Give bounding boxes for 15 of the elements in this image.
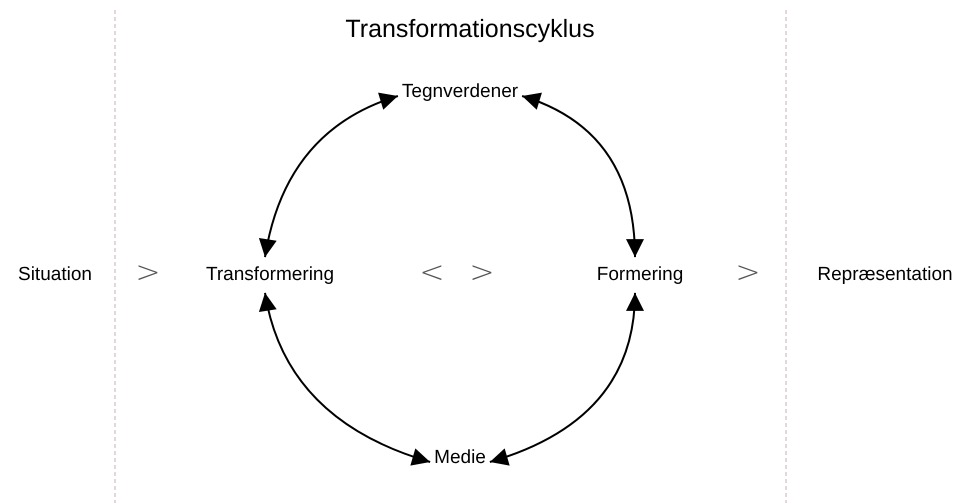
node-label: Transformering — [206, 263, 334, 287]
chevron-symbol: > — [469, 258, 495, 288]
chevron-symbol: < — [419, 258, 445, 288]
node-label: Medie — [434, 446, 486, 470]
curved-arrow — [260, 292, 430, 465]
node-label: Tegnverdener — [402, 80, 518, 104]
node-label: Repræsentation — [817, 263, 953, 287]
curved-arrow — [522, 93, 644, 258]
curved-arrow — [490, 292, 644, 465]
chevron-symbol: > — [135, 258, 161, 288]
diagram-title: Transformationscyklus — [345, 14, 595, 45]
node-label: Situation — [18, 263, 92, 287]
curved-arrow — [260, 93, 398, 258]
chevron-symbol: > — [735, 258, 761, 288]
node-label: Formering — [596, 263, 684, 287]
